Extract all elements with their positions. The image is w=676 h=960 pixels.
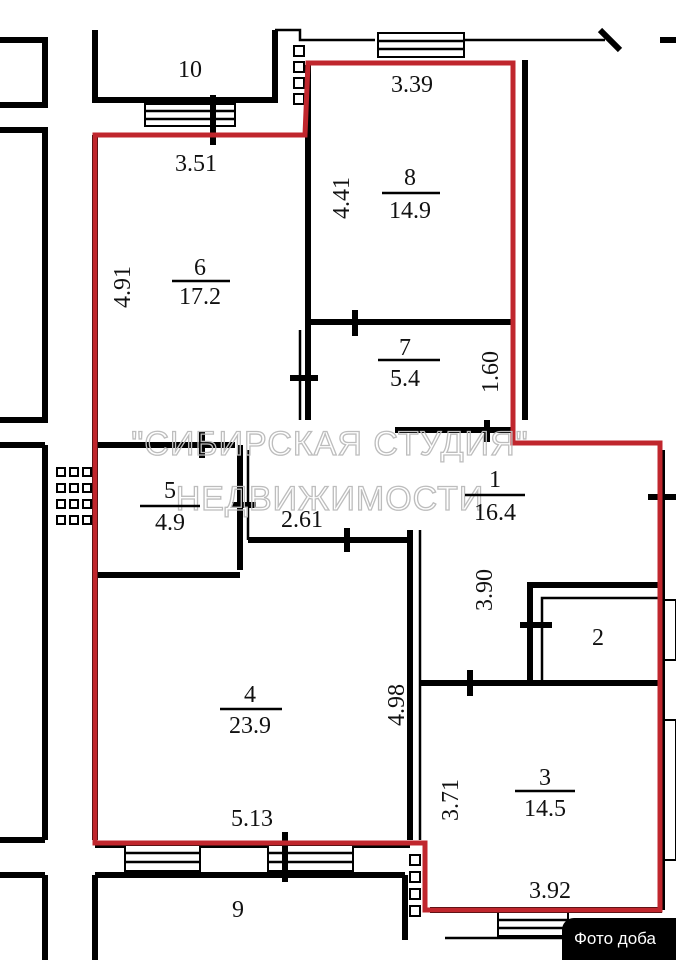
room-5-area: 4.9: [155, 510, 185, 536]
room-3-area: 14.5: [524, 796, 566, 822]
dim-room8-width: 3.39: [391, 72, 433, 98]
room-6-area: 17.2: [179, 284, 221, 310]
room-7-number: 7: [399, 335, 411, 361]
room-5-number: 5: [164, 478, 176, 504]
photo-added-badge: Фото доба: [562, 918, 676, 960]
room-9-number: 9: [232, 897, 244, 923]
room-labels: 10 8 14.9 6 17.2 7 5.4 1 16.4 5 4.9 2 4 …: [140, 57, 604, 923]
dimension-labels: 3.39 3.51 4.41 4.91 1.60 2.61 3.90 4.98 …: [110, 72, 571, 904]
dim-room6-depth: 4.91: [110, 266, 136, 308]
room-2-number: 2: [592, 625, 604, 651]
room-4-area: 23.9: [229, 713, 271, 739]
dim-room4-width: 5.13: [231, 806, 273, 832]
room-7-area: 5.4: [390, 366, 420, 392]
watermark-line-2: НЕДВИЖИМОСТИ: [176, 480, 485, 518]
dim-room3-depth: 3.71: [438, 779, 464, 821]
dim-hall-width: 2.61: [281, 507, 323, 533]
dim-room8-depth: 4.41: [329, 177, 355, 219]
room-1-area: 16.4: [474, 500, 516, 526]
vent-squares: [56, 45, 421, 917]
room-1-number: 1: [489, 467, 501, 493]
room-6-number: 6: [194, 255, 206, 281]
watermark: "СИБИРСКАЯ СТУДИЯ" НЕДВИЖИМОСТИ: [131, 424, 529, 518]
room-3-number: 3: [539, 765, 551, 791]
dim-room4-depth: 4.98: [384, 684, 410, 726]
room-8-area: 14.9: [389, 198, 431, 224]
dim-room6-width: 3.51: [175, 151, 217, 177]
watermark-line-1: "СИБИРСКАЯ СТУДИЯ": [131, 425, 529, 463]
dim-room7-depth: 1.60: [478, 351, 504, 393]
room-8-number: 8: [404, 165, 416, 191]
dim-room1-depth: 3.90: [472, 569, 498, 611]
room-4-number: 4: [244, 682, 256, 708]
dim-room3-width: 3.92: [529, 878, 571, 904]
room-10-number: 10: [178, 57, 202, 83]
apartment-outline: [92, 60, 663, 913]
